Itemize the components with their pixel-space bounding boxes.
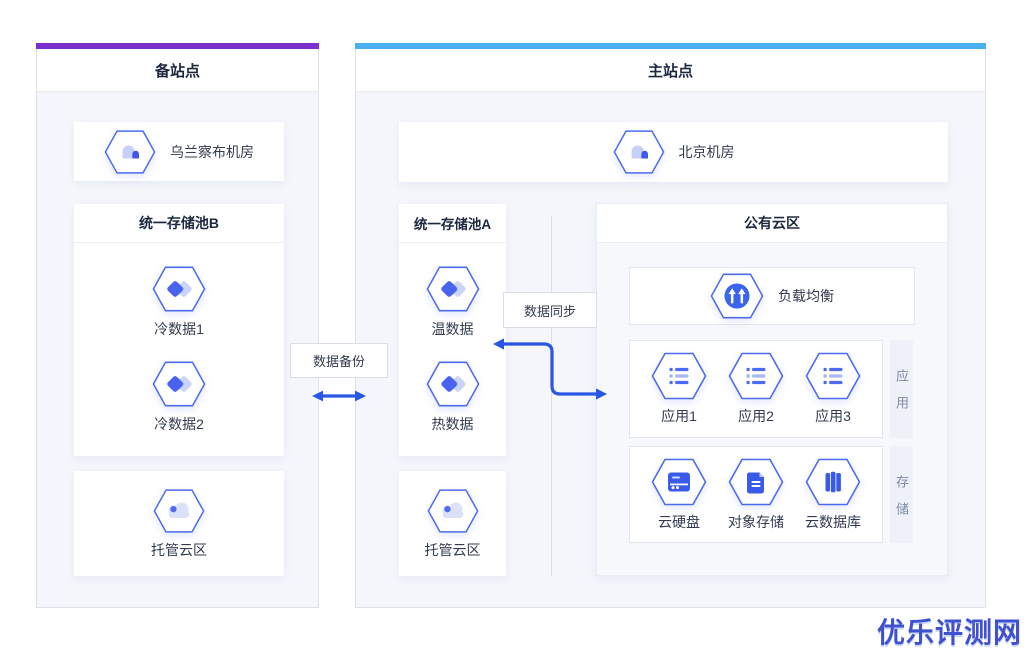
load-balancer-label: 负载均衡 (778, 288, 834, 304)
backup-hosted-cloud-label: 托管云区 (151, 541, 207, 558)
diamond-data-icon (152, 360, 206, 408)
apps-box: 应用1 应用2 应用3 (629, 340, 883, 438)
backup-room-card: 乌兰察布机房 (74, 122, 284, 181)
node-object-storage: 对象存储 (728, 458, 784, 532)
node-cold-data-2: 冷数据2 (152, 360, 206, 434)
node-label: 应用3 (815, 408, 851, 424)
node-cloud-disk: 云硬盘 (651, 458, 707, 532)
watermark-text: 优乐评测网 (876, 617, 1022, 648)
backup-connection-label: 数据备份 (290, 343, 388, 378)
backup-storage-pool-card: 统一存储池B 冷数据1 冷数据2 (74, 204, 284, 456)
node-label: 热数据 (431, 416, 474, 433)
load-balancer-box: 负载均衡 (629, 267, 915, 325)
storage-box: 云硬盘 对象存储 云数据库 (629, 446, 883, 543)
node-warm-data: 温数据 (426, 265, 480, 339)
public-cloud-card: 公有云区 负载均衡 应用1 应用2 (596, 203, 948, 576)
main-storage-pool-card: 统一存储池A 温数据 热数据 (399, 204, 506, 456)
backup-room-label: 乌兰察布机房 (170, 143, 254, 160)
node-label: 温数据 (431, 320, 474, 337)
vertical-divider (551, 216, 552, 576)
node-label: 云数据库 (805, 513, 861, 530)
node-app-2: 应用2 (728, 352, 784, 426)
backup-site-panel: 备站点 乌兰察布机房 统一存储池B 冷数据1 冷数据2 (36, 43, 319, 608)
backup-site-title: 备站点 (37, 49, 318, 92)
sync-connection-label: 数据同步 (503, 292, 597, 328)
node-cloud-database: 云数据库 (805, 458, 861, 532)
apps-side-tag: 应用 (890, 340, 913, 438)
node-label: 应用2 (738, 408, 774, 424)
node-label: 应用1 (661, 408, 697, 424)
main-site-accent-bar (355, 43, 986, 49)
main-room-card: 北京机房 (399, 122, 948, 182)
main-hosted-cloud-label: 托管云区 (424, 541, 481, 558)
database-icon (805, 458, 861, 506)
node-app-3: 应用3 (805, 352, 861, 426)
node-app-1: 应用1 (651, 352, 707, 426)
node-cold-data-1: 冷数据1 (152, 265, 206, 339)
storage-side-tag: 存储 (890, 446, 913, 543)
cloud-icon (153, 488, 205, 534)
diamond-data-icon (152, 265, 206, 313)
app-list-icon (728, 352, 784, 400)
node-label: 冷数据1 (154, 320, 204, 337)
node-label: 对象存储 (728, 513, 784, 530)
app-list-icon (805, 352, 861, 400)
load-balancer-icon (710, 272, 764, 320)
main-room-label: 北京机房 (678, 144, 735, 160)
building-icon (104, 129, 156, 175)
node-label: 冷数据2 (154, 416, 204, 433)
backup-site-accent-bar (36, 43, 319, 49)
main-site-title: 主站点 (356, 49, 985, 92)
main-hosted-cloud-card: 托管云区 (399, 471, 506, 576)
diamond-data-icon (426, 360, 480, 408)
disk-icon (651, 458, 707, 506)
building-icon (613, 129, 665, 175)
public-cloud-title: 公有云区 (597, 204, 947, 243)
app-list-icon (651, 352, 707, 400)
main-site-panel: 主站点 北京机房 统一存储池A 温数据 热数据 (355, 43, 986, 608)
node-hot-data: 热数据 (426, 360, 480, 434)
document-icon (728, 458, 784, 506)
backup-site-body: 乌兰察布机房 统一存储池B 冷数据1 冷数据2 托管云区 (37, 91, 318, 607)
cloud-icon (427, 488, 479, 534)
main-storage-pool-title: 统一存储池A (399, 204, 506, 243)
main-site-body: 北京机房 统一存储池A 温数据 热数据 托管云区 (356, 91, 985, 607)
diamond-data-icon (426, 265, 480, 313)
backup-storage-pool-title: 统一存储池B (74, 204, 284, 243)
node-label: 云硬盘 (658, 513, 700, 530)
backup-hosted-cloud-card: 托管云区 (74, 471, 284, 576)
